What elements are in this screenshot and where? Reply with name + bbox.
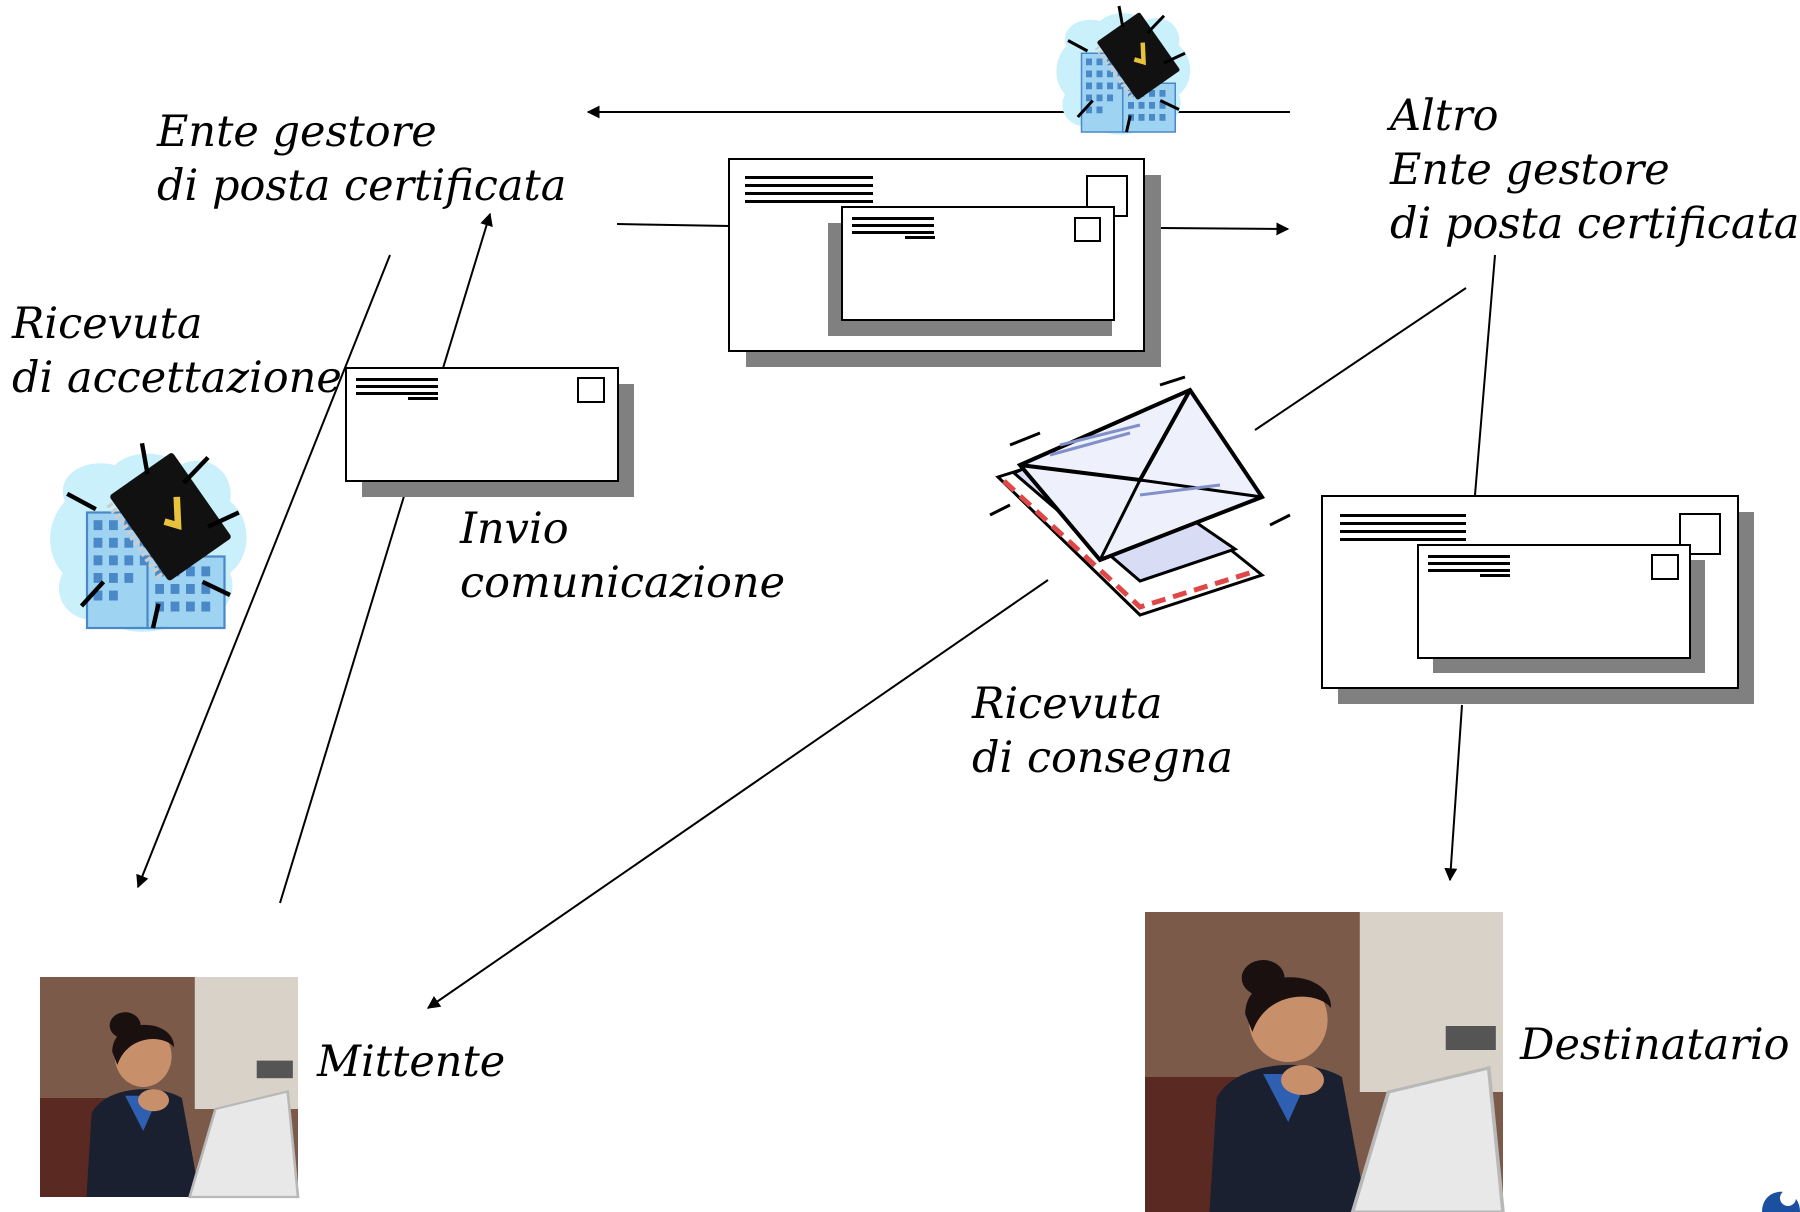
ente-to-envelope-line <box>616 223 731 227</box>
mittente-to-ente-arrow <box>279 212 493 904</box>
envelope-to-destinatario-arrow <box>1444 704 1463 882</box>
altro-ente-label: Altro Ente gestore di posta certificata <box>1390 89 1799 251</box>
ricevuta-accettazione-line-2: di accettazione <box>12 353 342 403</box>
ente-gestore-line-2: di posta certificata <box>157 161 567 211</box>
certified-mail-building-icon-top <box>1056 6 1190 135</box>
altro-to-ricevuta-line <box>1254 287 1467 431</box>
corner-logo-icon <box>1762 1190 1800 1212</box>
destinatario-person-icon <box>1143 910 1505 1212</box>
altro-ente-line-1: Altro <box>1390 91 1499 141</box>
invio-comunicazione-line-2: comunicazione <box>460 558 786 608</box>
ricevuta-accettazione-line-1: Ricevuta <box>12 299 203 349</box>
ricevuta-consegna-label: Ricevuta di consegna <box>972 677 1233 785</box>
mittente-person-icon <box>38 975 300 1199</box>
envelope-to-altro-arrow <box>1159 222 1290 236</box>
ente-gestore-line-1: Ente gestore <box>157 107 437 157</box>
ricevuta-accettazione-label: Ricevuta di accettazione <box>12 297 342 405</box>
forwarded-envelope-icon <box>728 158 1161 367</box>
certified-mail-building-icon <box>50 443 246 632</box>
altro-ente-line-2: Ente gestore <box>1390 145 1670 195</box>
ente-gestore-label: Ente gestore di posta certificata <box>157 105 566 213</box>
ente-to-mittente-arrow <box>136 254 391 889</box>
delivered-envelope-icon <box>1321 495 1754 704</box>
altro-to-envelope-line <box>1474 254 1496 496</box>
ricevuta-consegna-line-2: di consegna <box>972 733 1233 783</box>
altro-ente-line-3: di posta certificata <box>1390 199 1800 249</box>
ricevuta-to-mittente-arrow <box>426 579 1049 1009</box>
mittente-label: Mittente <box>317 1037 506 1087</box>
invio-comunicazione-label: Invio comunicazione <box>460 502 785 610</box>
sent-envelope-icon <box>345 367 634 497</box>
invio-comunicazione-line-1: Invio <box>460 504 569 554</box>
envelope-stack-icon <box>989 375 1291 617</box>
ricevuta-consegna-line-1: Ricevuta <box>972 679 1163 729</box>
destinatario-label: Destinatario <box>1520 1020 1790 1070</box>
